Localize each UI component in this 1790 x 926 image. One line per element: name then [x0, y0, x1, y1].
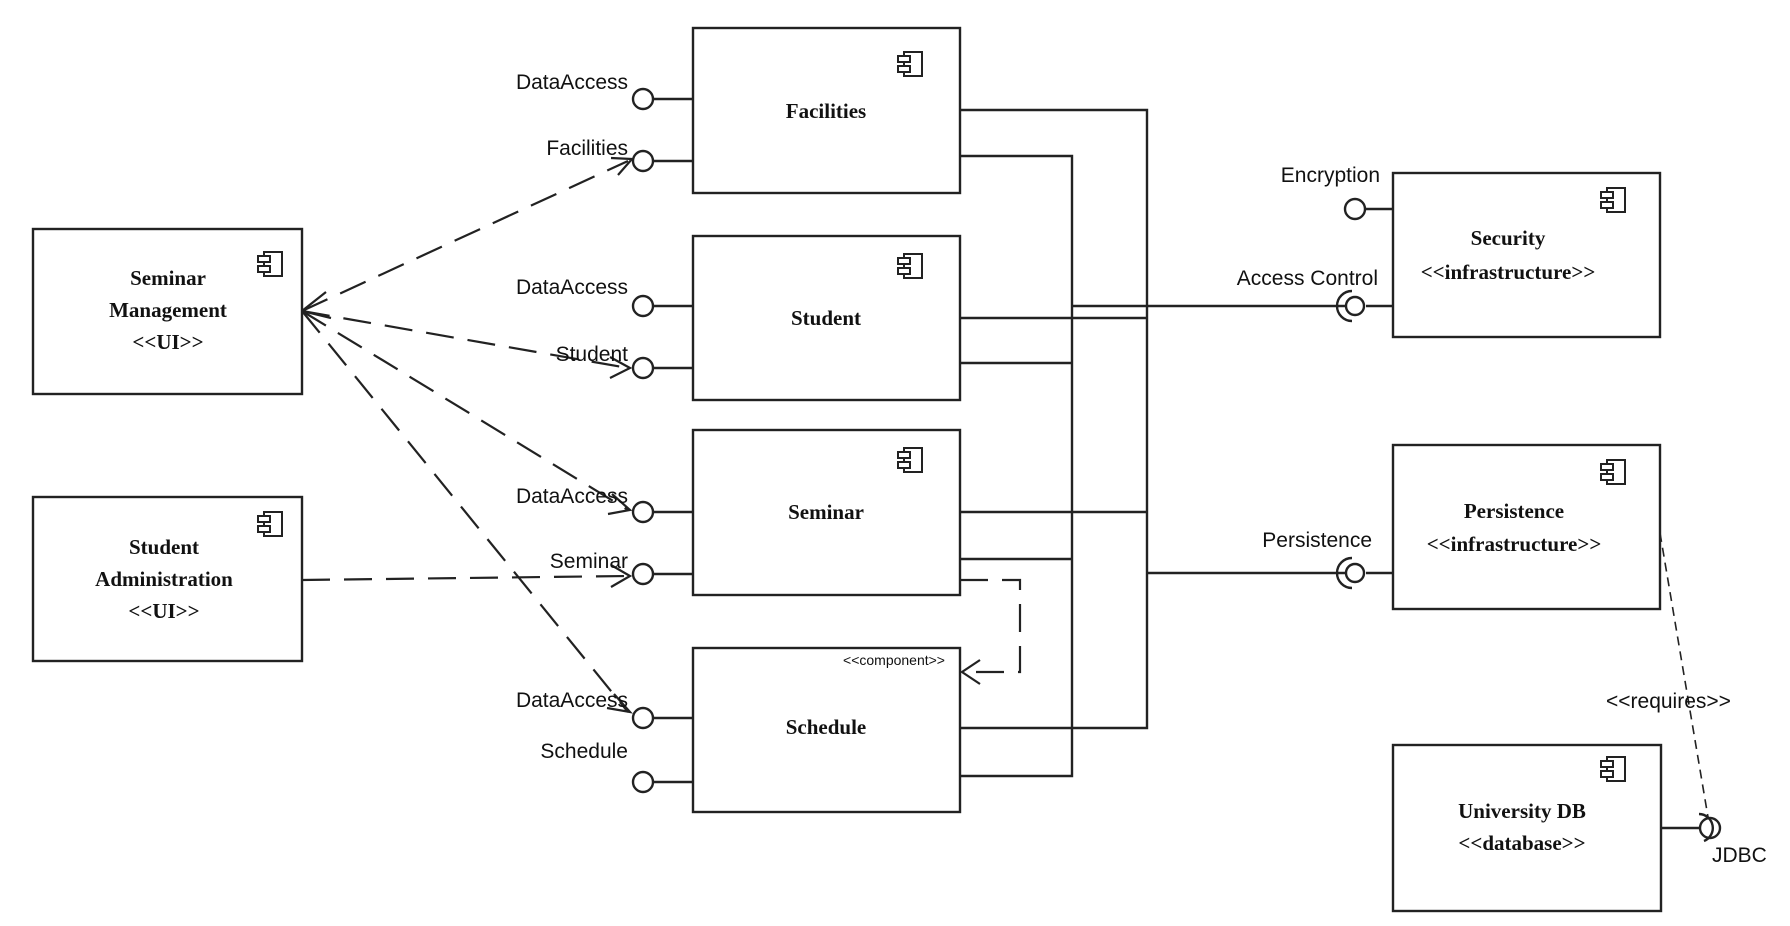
component-security[interactable]: Security <<infrastructure>> [1391, 171, 1662, 339]
arrowhead [610, 564, 633, 588]
component-persistence[interactable]: Persistence <<infrastructure>> [1391, 443, 1662, 611]
interface-label-dataaccess: DataAccess [516, 276, 628, 299]
interface-label-persistence: Persistence [1262, 529, 1372, 552]
dependency-sm-schedule [301, 310, 629, 713]
interface-label-schedule: Schedule [540, 740, 628, 763]
left-lollipops [631, 87, 655, 794]
component-seminar-management[interactable]: Seminar Management <<UI>> [31, 227, 304, 396]
lollipop-encryption [1343, 197, 1367, 221]
component-stereotype: <<UI>> [132, 330, 203, 354]
lollipop-seminar [631, 562, 655, 586]
component-title-line2: Management [109, 298, 227, 322]
component-title: Schedule [786, 715, 867, 739]
lollipop-access-control [1344, 295, 1366, 317]
interface-label-encryption: Encryption [1281, 164, 1380, 187]
dependency-lines [299, 156, 1709, 818]
lollipop-dataaccess [631, 500, 655, 524]
arrowhead [609, 356, 633, 379]
component-facilities[interactable]: Facilities [691, 26, 962, 195]
lollipop-student [631, 356, 655, 380]
component-student[interactable]: Student [691, 234, 962, 402]
facilities-to-bus-outer [960, 108, 1149, 730]
component-title-line1: Seminar [130, 266, 206, 290]
socket-access-control [1335, 289, 1353, 323]
arrowhead [960, 659, 981, 685]
socket-jdbc [1698, 812, 1714, 843]
component-student-administration[interactable]: Student Administration <<UI>> [31, 495, 304, 663]
component-title: Student [791, 306, 861, 330]
right-lollipops [1335, 197, 1722, 843]
facilities-to-bus-inner [960, 154, 1074, 778]
component-title: Security [1471, 226, 1546, 250]
dependency-label-requires: <<requires>> [1606, 690, 1731, 713]
socket-persistence [1335, 556, 1353, 590]
interface-label-facilities: Facilities [546, 137, 628, 160]
lollipop-persistence [1344, 562, 1366, 584]
lollipop-dataaccess [631, 87, 655, 111]
component-title-line1: Student [129, 535, 199, 559]
component-stereotype: <<infrastructure>> [1427, 532, 1602, 556]
interface-label-access-control: Access Control [1237, 267, 1378, 290]
component-seminar[interactable]: Seminar [691, 428, 962, 597]
interface-labels: DataAccess Facilities DataAccess Student… [516, 71, 1767, 867]
component-title: Persistence [1464, 499, 1564, 523]
component-stereotype: <<UI>> [128, 599, 199, 623]
lollipop-facilities [631, 149, 655, 173]
component-title-line2: Administration [95, 567, 233, 591]
dependency-requires [1659, 532, 1709, 818]
arrowhead [606, 693, 633, 714]
lollipop-dataaccess [631, 706, 655, 730]
interface-label-dataaccess: DataAccess [516, 485, 628, 508]
dependency-sm-seminar [301, 310, 629, 511]
component-stereotype: <<infrastructure>> [1421, 260, 1596, 284]
component-title: Facilities [786, 99, 866, 123]
component-title: Seminar [788, 500, 864, 524]
interface-label-dataaccess: DataAccess [516, 71, 628, 94]
component-stereotype: <<component>> [843, 652, 945, 668]
component-stereotype: <<database>> [1458, 831, 1585, 855]
interface-label-jdbc: JDBC [1712, 844, 1767, 867]
component-title: University DB [1458, 799, 1586, 823]
interface-label-student: Student [556, 343, 629, 366]
interface-label-dataaccess: DataAccess [516, 689, 628, 712]
dependency-sm-student [301, 309, 629, 370]
lollipop-dataaccess [631, 294, 655, 318]
interface-label-seminar: Seminar [550, 550, 628, 573]
component-university-db[interactable]: University DB <<database>> [1391, 743, 1663, 913]
arrowhead [607, 493, 633, 516]
dependency-sm-facilities [301, 160, 629, 312]
dependency-seminar-schedule [960, 578, 1022, 674]
lollipop-schedule [631, 770, 655, 794]
component-schedule[interactable]: <<component>> Schedule [691, 646, 962, 814]
connector-lines [654, 97, 1700, 830]
dependency-sa-seminar [301, 574, 629, 582]
